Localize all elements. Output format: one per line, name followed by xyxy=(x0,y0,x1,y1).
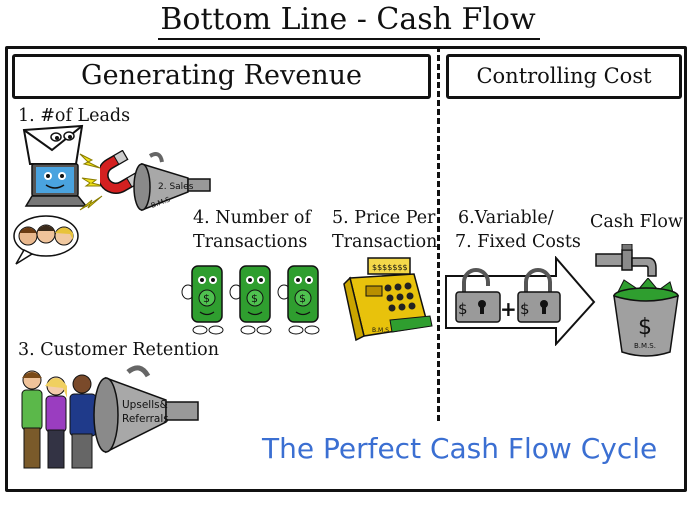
dollar-character-icon: $ xyxy=(181,265,224,335)
step-price-label-2: Transaction xyxy=(332,232,438,252)
title-underline xyxy=(158,38,540,40)
arrow-icon: $ + $ xyxy=(445,256,596,346)
controlling-cost-header: Controlling Cost xyxy=(446,54,682,99)
megaphone-icon: 2. Sales B.M.S xyxy=(133,152,211,212)
cash-flow-label: Cash Flow xyxy=(590,212,683,232)
step-leads-label: 1. #of Leads xyxy=(18,106,131,126)
envelope-icon xyxy=(22,124,84,165)
dollar-character-icon: $ xyxy=(229,265,272,335)
svg-text:$: $ xyxy=(520,300,530,318)
svg-text:$: $ xyxy=(638,315,652,340)
faucet-icon xyxy=(595,244,657,277)
svg-text:$: $ xyxy=(203,292,210,305)
megaphone-icon: Upsells& Referrals xyxy=(93,365,199,454)
svg-text:$: $ xyxy=(458,300,468,318)
dollar-character-icon: $ xyxy=(277,265,320,335)
cycle-caption: The Perfect Cash Flow Cycle xyxy=(262,432,658,465)
referrals-label: Referrals xyxy=(122,413,169,425)
cash-register-icon: $$$$$$$ B.M.S xyxy=(343,257,433,342)
step-transactions-label-1: 4. Number of xyxy=(193,208,311,228)
step-price-label-1: 5. Price Per xyxy=(332,208,436,228)
upsells-label: Upsells& xyxy=(122,399,168,411)
generating-revenue-header: Generating Revenue xyxy=(12,54,431,99)
dollar-characters-group: $ $ $ xyxy=(181,265,320,335)
faces-icon xyxy=(13,215,79,265)
step-fixed-label: 7. Fixed Costs xyxy=(455,232,581,252)
svg-text:$: $ xyxy=(299,292,306,305)
money-bucket-icon: $ B.M.S. xyxy=(613,278,679,357)
svg-text:B.M.S.: B.M.S. xyxy=(634,342,656,350)
lightning-icon xyxy=(79,153,105,211)
step-variable-label: 6.Variable/ xyxy=(458,208,554,228)
step-retention-label: 3. Customer Retention xyxy=(18,340,219,360)
sales-megaphone-label: 2. Sales xyxy=(158,182,194,192)
svg-text:B.M.S: B.M.S xyxy=(372,327,389,334)
outer-frame xyxy=(5,46,687,492)
padlock-icon: $ xyxy=(517,268,561,323)
step-transactions-label-2: Transactions xyxy=(193,232,308,252)
laptop-icon xyxy=(24,163,88,207)
section-divider xyxy=(437,46,440,421)
svg-text:$$$$$$$: $$$$$$$ xyxy=(372,263,408,272)
plus-sign: + xyxy=(500,297,517,321)
page-title: Bottom Line - Cash Flow xyxy=(160,2,536,37)
padlock-icon: $ xyxy=(455,268,501,323)
svg-text:$: $ xyxy=(251,292,258,305)
